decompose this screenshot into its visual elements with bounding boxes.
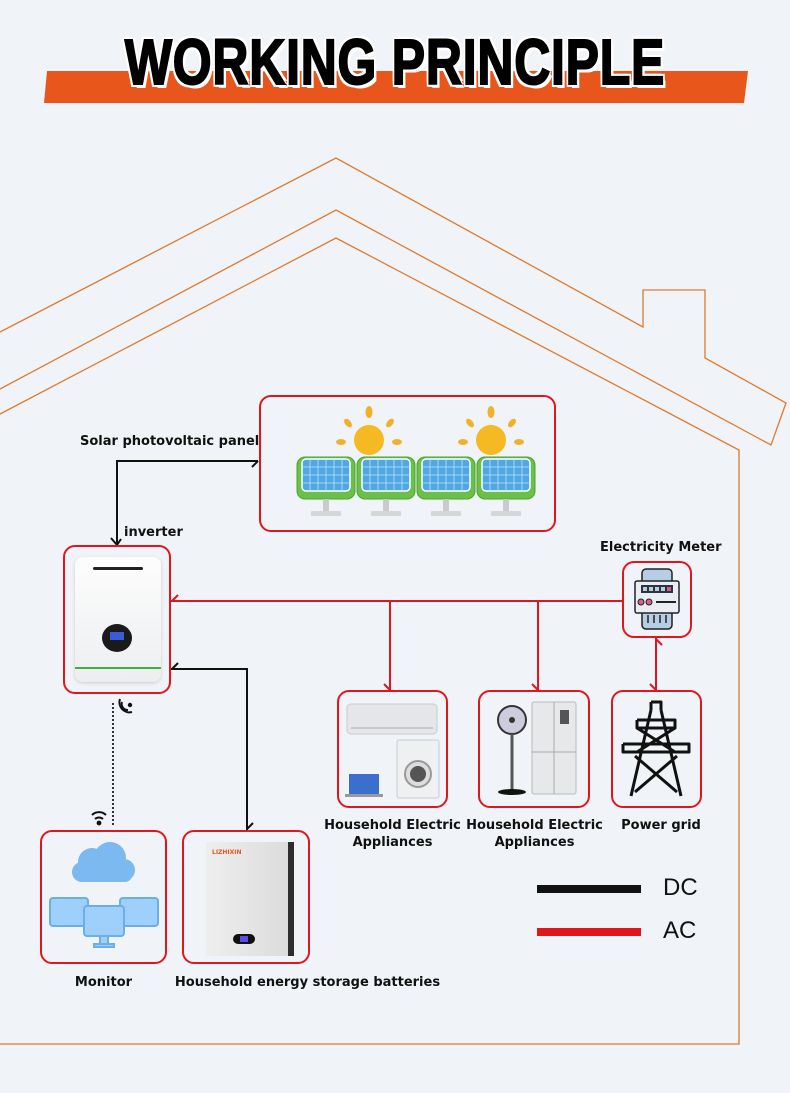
house-outline (0, 157, 787, 1045)
dc-line-solar (116, 460, 258, 545)
air-conditioner-washer-laptop-icon (345, 703, 440, 799)
grid-label: Power grid (621, 818, 701, 833)
appliances-1-label: Household Electric Appliances (324, 818, 461, 850)
electricity-meter-icon (634, 568, 680, 630)
arrowhead (171, 662, 179, 670)
meter-node[interactable] (622, 561, 692, 638)
arrowhead (531, 683, 539, 691)
inverter-display (102, 624, 132, 652)
monitor-label: Monitor (74, 975, 133, 990)
roof-outer-line (0, 157, 787, 446)
fan-icon (497, 705, 527, 795)
grid-node[interactable] (611, 690, 702, 808)
wifi-icon (118, 698, 133, 714)
appliances-1-node[interactable] (337, 690, 448, 808)
solar-panel-icon (356, 456, 416, 516)
legend-dc-label: DC (663, 874, 698, 901)
arrowhead (649, 683, 657, 691)
solar-node[interactable] (259, 395, 556, 532)
legend-ac-label: AC (663, 917, 697, 944)
arrowhead (246, 822, 254, 830)
wifi-icon (91, 811, 107, 826)
cloud-monitors-icon (49, 842, 159, 948)
inverter-node[interactable] (63, 545, 171, 694)
fridge-icon (531, 701, 577, 795)
solar-panels-icon (296, 406, 536, 516)
dc-line-battery (171, 668, 248, 830)
laptop-icon (345, 774, 383, 797)
power-tower-icon (621, 700, 691, 797)
arrowhead (251, 460, 259, 468)
inverter-icon (75, 557, 161, 682)
solar-panel-icon (476, 456, 536, 516)
monitors-icon (49, 897, 159, 948)
title-banner (44, 71, 748, 103)
battery-display (233, 934, 255, 944)
legend-dc-swatch (537, 885, 641, 893)
roof-inner-line (0, 237, 740, 1045)
cloud-icon (72, 842, 135, 882)
air-conditioner-icon (346, 703, 438, 735)
fan-fridge-icon (497, 701, 577, 795)
battery-brand: LIZHIXIN (212, 849, 242, 856)
battery-label: Household energy storage batteries (174, 975, 441, 990)
meter-label: Electricity Meter (600, 540, 722, 555)
solar-label: Solar photovoltaic panels (80, 434, 267, 449)
appliances-2-node[interactable] (478, 690, 590, 808)
arrowhead (383, 683, 391, 691)
page-title: WORKING PRINCIPLE (124, 25, 666, 99)
solar-panel-icon (416, 456, 476, 516)
battery-node[interactable]: LIZHIXIN (182, 830, 310, 964)
sun-icon (458, 406, 524, 455)
monitor-node[interactable] (40, 830, 167, 964)
arrowhead (171, 594, 179, 602)
battery-icon: LIZHIXIN (206, 842, 288, 956)
sun-icon (336, 406, 402, 455)
appliances-2-label: Household Electric Appliances (466, 818, 603, 850)
legend-ac-swatch (537, 928, 641, 936)
arrowhead (655, 638, 663, 646)
washing-machine-icon (396, 739, 440, 799)
solar-panel-icon (296, 456, 356, 516)
inverter-label: inverter (124, 525, 183, 540)
